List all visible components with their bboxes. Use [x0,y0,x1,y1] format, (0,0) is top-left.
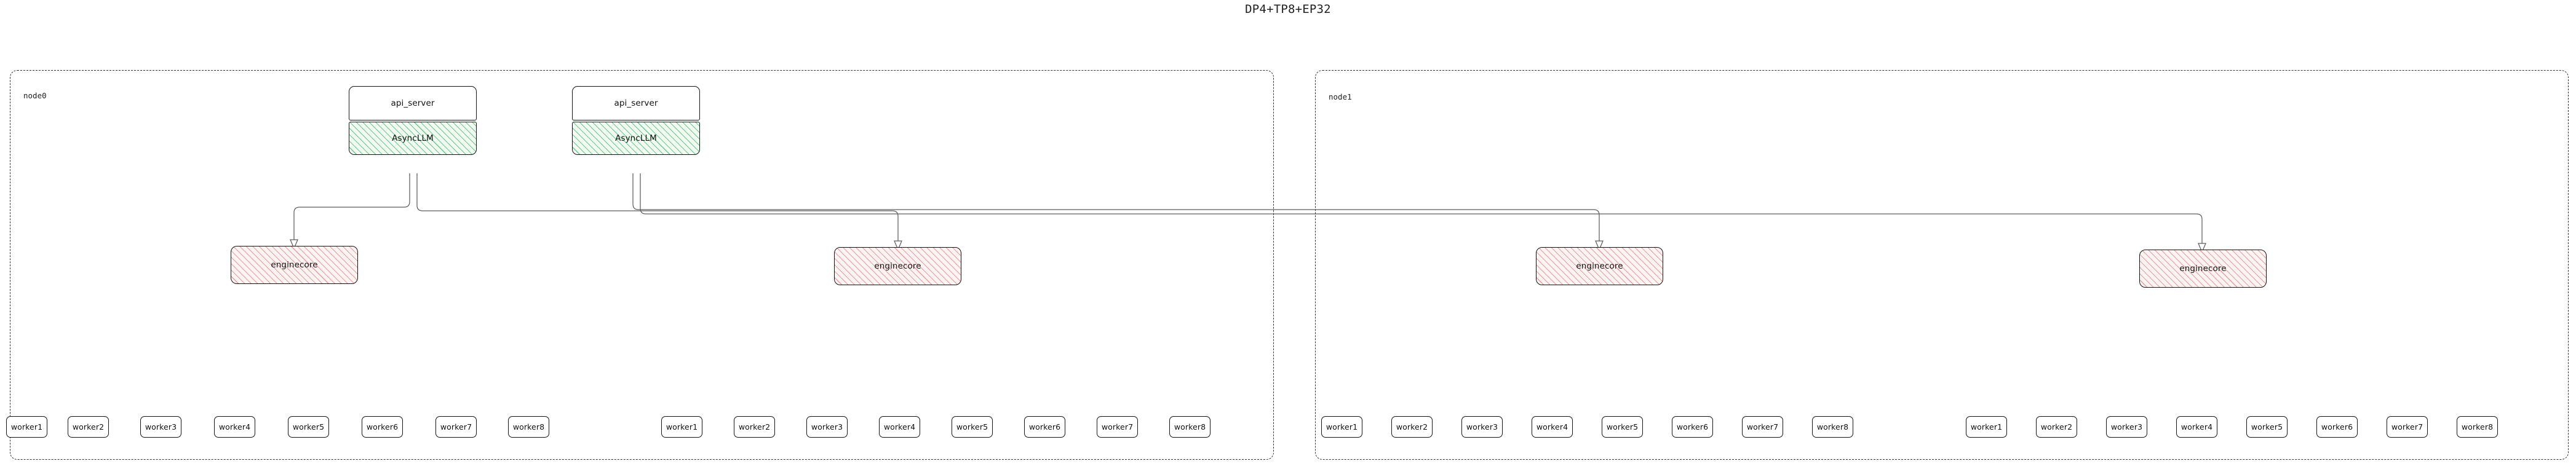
worker-label: worker8 [1174,422,1206,432]
worker-label: worker3 [811,422,843,432]
cluster-node1-label: node1 [1329,92,1352,101]
worker-box[interactable]: worker7 [2387,416,2428,438]
worker-box[interactable]: worker8 [2457,416,2498,438]
worker-box[interactable]: worker4 [879,416,920,438]
worker-box[interactable]: worker4 [2176,416,2217,438]
worker-box[interactable]: worker3 [1461,416,1503,438]
worker-label: worker7 [1746,422,1779,432]
enginecore-box[interactable]: enginecore [2139,250,2267,288]
enginecore-box[interactable]: enginecore [1536,247,1663,285]
enginecore-label: enginecore [1576,261,1623,271]
worker-label: worker4 [883,422,916,432]
worker-label: worker6 [1028,422,1061,432]
worker-box[interactable]: worker6 [2316,416,2358,438]
worker-box[interactable]: worker7 [1742,416,1783,438]
worker-label: worker5 [956,422,988,432]
worker-label: worker4 [218,422,251,432]
worker-label: worker3 [1466,422,1498,432]
worker-label: worker5 [2251,422,2283,432]
worker-box[interactable]: worker5 [952,416,993,438]
worker-box[interactable]: worker1 [661,416,702,438]
worker-box[interactable]: worker5 [2246,416,2288,438]
worker-label: worker3 [2110,422,2143,432]
worker-box[interactable]: worker3 [2106,416,2147,438]
worker-label: worker6 [366,422,399,432]
worker-box[interactable]: worker2 [734,416,775,438]
async-llm-box[interactable]: AsyncLLM [349,122,477,155]
worker-label: worker7 [2391,422,2423,432]
worker-box[interactable]: worker2 [2036,416,2077,438]
worker-label: worker4 [1536,422,1568,432]
worker-box[interactable]: worker1 [1321,416,1362,438]
api-server-label: api_server [614,98,658,108]
cluster-node1 [1315,70,2569,460]
worker-box[interactable]: worker3 [806,416,848,438]
worker-label: worker1 [10,422,43,432]
worker-label: worker3 [145,422,177,432]
worker-label: worker2 [2040,422,2073,432]
worker-box[interactable]: worker7 [1097,416,1138,438]
worker-label: worker8 [2461,422,2494,432]
worker-box[interactable]: worker7 [435,416,477,438]
worker-label: worker2 [72,422,105,432]
cluster-node0-label: node0 [23,91,47,100]
worker-label: worker1 [1970,422,2003,432]
api-server-box[interactable]: api_server [572,86,700,120]
worker-box[interactable]: worker4 [214,416,255,438]
worker-label: worker5 [292,422,325,432]
worker-box[interactable]: worker8 [1169,416,1210,438]
worker-box[interactable]: worker6 [1024,416,1065,438]
worker-box[interactable]: worker2 [1391,416,1433,438]
worker-label: worker2 [1396,422,1428,432]
async-llm-label: AsyncLLM [392,133,434,143]
worker-label: worker7 [1101,422,1134,432]
worker-label: worker6 [1676,422,1709,432]
enginecore-label: enginecore [271,260,318,270]
worker-label: worker6 [2321,422,2353,432]
worker-box[interactable]: worker8 [508,416,549,438]
worker-label: worker1 [666,422,698,432]
worker-box[interactable]: worker1 [6,416,47,438]
worker-box[interactable]: worker5 [1602,416,1643,438]
enginecore-box[interactable]: enginecore [231,246,358,284]
worker-label: worker1 [1326,422,1358,432]
async-llm-label: AsyncLLM [615,133,657,143]
worker-box[interactable]: worker6 [362,416,403,438]
enginecore-box[interactable]: enginecore [834,247,961,285]
worker-label: worker8 [512,422,545,432]
api-server-box[interactable]: api_server [349,86,477,120]
worker-box[interactable]: worker3 [140,416,181,438]
page-title: DP4+TP8+EP32 [1245,2,1331,16]
worker-box[interactable]: worker8 [1812,416,1853,438]
worker-label: worker5 [1606,422,1639,432]
enginecore-label: enginecore [2179,264,2227,274]
worker-box[interactable]: worker1 [1966,416,2007,438]
api-server-label: api_server [391,98,435,108]
cluster-node0 [10,70,1274,460]
worker-box[interactable]: worker2 [68,416,109,438]
worker-label: worker2 [738,422,771,432]
worker-box[interactable]: worker5 [288,416,329,438]
worker-box[interactable]: worker6 [1672,416,1713,438]
worker-box[interactable]: worker4 [1532,416,1573,438]
worker-label: worker8 [1816,422,1849,432]
async-llm-box[interactable]: AsyncLLM [572,122,700,155]
enginecore-label: enginecore [874,261,921,271]
worker-label: worker7 [440,422,472,432]
worker-label: worker4 [2180,422,2213,432]
